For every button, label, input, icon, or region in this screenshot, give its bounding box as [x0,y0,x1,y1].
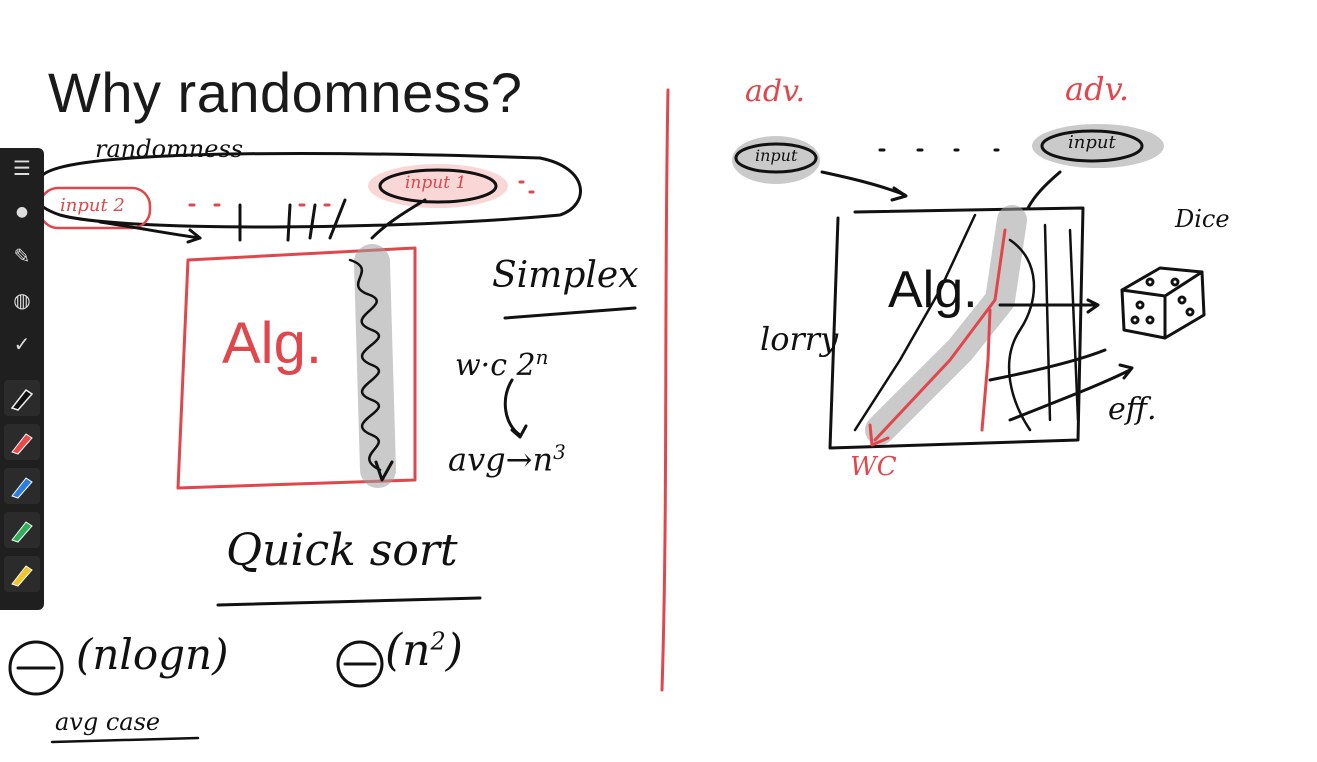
check-icon[interactable]: ✓ [13,332,31,356]
avg-expr-text: avg→n [448,440,554,479]
randomness-label: randomness [95,135,244,163]
randomness-ellipse [32,151,582,229]
quicksort-label: Quick sort [226,525,458,576]
dice-icon [1120,266,1206,340]
lorry-label: lorry [760,320,839,358]
spiral-path [348,258,382,472]
pen-icon[interactable]: ✎ [13,244,31,268]
wc-exp-text: n [535,345,549,369]
red-pen-icon[interactable] [4,424,40,460]
worst-case-path [873,228,1007,442]
alg-box-left [176,246,417,490]
input1-highlight [368,164,508,208]
input-left-label: input [755,146,798,165]
input1-label: input 1 [405,173,467,193]
theta-n2-text: (n [385,625,431,676]
eraser-icon[interactable]: ◍ [13,288,31,312]
adv-right-label: adv. [1065,70,1130,108]
theta-n2-close: ) [445,625,463,676]
avg-case-label: avg case [55,708,161,736]
dice-label: Dice [1175,205,1230,233]
theta-n2-exp: 2 [430,627,446,656]
input1-oval [378,168,498,204]
blue-pen-icon[interactable] [4,468,40,504]
input-right-oval [1040,129,1144,163]
input2-label: input 2 [60,195,125,216]
dot-icon[interactable]: ● [15,204,29,220]
input-left-oval [734,142,818,174]
wc-label: WC [850,452,897,482]
black-pen-icon[interactable] [4,380,40,416]
theta-n2-expression: (n2) [385,625,463,676]
yellow-pen-icon[interactable] [4,556,40,592]
green-pen-icon[interactable] [4,512,40,548]
theta-nlogn-label: (nlogn) [76,630,229,679]
avg-expression: avg→n3 [448,440,566,479]
input-right-label: input [1068,132,1116,153]
pen-toolbar: ☰ ● ✎ ◍ ✓ [0,148,44,610]
menu-icon[interactable]: ☰ [13,156,31,180]
board-divider [660,88,670,692]
alg-label-left: Alg. [222,311,322,376]
alg-label-right: Alg. [888,261,978,319]
simplex-label: Simplex [492,255,639,296]
adv-left-label: adv. [745,74,806,109]
slide-title: Why randomness? [48,61,523,124]
avg-exp-text: 3 [553,440,566,464]
eff-label: eff. [1108,392,1157,427]
wc-expression: w·c 2n [455,345,549,383]
wc-expr-text: w·c 2 [455,348,536,383]
